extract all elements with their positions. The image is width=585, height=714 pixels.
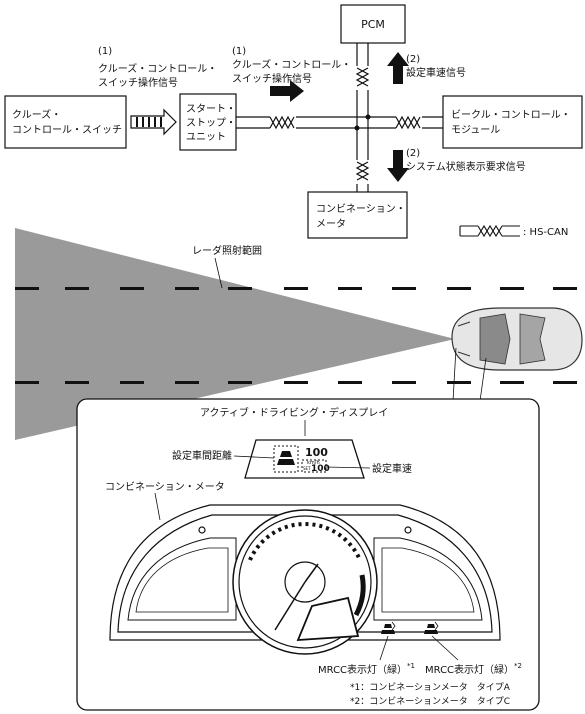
signal1b-line2: スイッチ操作信号 [232, 72, 312, 85]
combi-box-label-2: メータ [316, 218, 346, 230]
set-speed-label: 設定車速 [372, 462, 412, 475]
ssu-label-3: ユニット [186, 132, 226, 143]
ssu-label-1: スタート・ [186, 103, 236, 115]
distance-indicator-box [273, 445, 299, 473]
set-distance-label: 設定車間距離 [172, 449, 232, 462]
pcm-label: PCM [361, 18, 385, 31]
mrcc1-leader [379, 635, 389, 661]
signal1a-line1: クルーズ・コントロール・ [98, 62, 217, 75]
junction-dot-1 [354, 125, 360, 131]
signal2a-text: 設定車速信号 [406, 66, 466, 79]
ssu-label-2: ストップ・ [186, 117, 236, 129]
combination-meter-box [307, 191, 408, 239]
speed-value: 100 [305, 446, 328, 459]
hs-can-legend-symbol [459, 223, 520, 239]
signal1b-number: (1) [232, 46, 246, 57]
radar-range-label: レーダ照射範囲 [192, 244, 262, 257]
hs-can-legend-text: : HS-CAN [523, 227, 568, 238]
radar-beam [15, 228, 455, 440]
cruise-switch-box [4, 95, 127, 149]
vcm-label-2: モジュール [451, 125, 500, 136]
mrcc2-label: MRCC表示灯（緑）*2 [425, 662, 522, 676]
signal1a-number: (1) [98, 46, 112, 57]
set-distance-leader [233, 455, 275, 459]
combi-meter-label: コンビネーション・メータ [105, 481, 225, 493]
set-speed-box [301, 459, 327, 473]
combination-meter-cluster [109, 504, 501, 655]
set-prefix: SET [303, 466, 311, 471]
signal-arrow-down [387, 150, 409, 182]
can-bus-vertical [352, 43, 373, 192]
cruise-switch-label-1: クルーズ・ [12, 108, 61, 121]
signal-arrow-up [387, 52, 409, 84]
pcm-box [340, 4, 406, 44]
callout-line-2 [479, 357, 487, 402]
lane-markings [15, 287, 577, 384]
combi-box-label-1: コンビネーション・ [316, 203, 406, 215]
cruise-switch-label-2: コントロール・スイッチ [12, 124, 122, 136]
signal1b-line1: クルーズ・コントロール・ [232, 58, 351, 71]
hardwire-signal-arrow [130, 108, 177, 136]
signal2a-number: (2) [406, 54, 420, 65]
speed-unit: km/h [307, 460, 320, 466]
vcm-box [442, 95, 583, 149]
junction-dot-2 [365, 114, 371, 120]
can-bus-horizontal [236, 113, 443, 132]
mrcc2-leader [431, 635, 459, 661]
car-icon [451, 307, 583, 371]
set-speed-leader [325, 466, 371, 469]
radar-label-leader [214, 257, 223, 289]
footnote-1: *1：コンビネーションメータ タイプA [350, 682, 511, 693]
callout-line-1 [452, 347, 457, 402]
signal-arrow-right [270, 80, 304, 102]
active-driving-display [244, 439, 365, 479]
signal2b-text: システム状態表示要求信号 [406, 160, 526, 173]
distance-bars-icon [277, 451, 295, 465]
vcm-label-1: ビークル・コントロール・ [451, 109, 571, 121]
ad-display-label: アクティブ・ドライビング・ディスプレイ [200, 406, 388, 419]
mrcc1-label: MRCC表示灯（緑）*1 [318, 662, 415, 676]
signal1a-line2: スイッチ操作信号 [98, 76, 178, 89]
footnote-2: *2：コンビネーションメータ タイプC [350, 696, 510, 707]
mrcc-indicator-icon-2 [424, 621, 439, 634]
set-value: 100 [311, 464, 330, 474]
mrcc-indicator-icon-1 [381, 621, 396, 634]
signal2b-number: (2) [406, 148, 420, 159]
start-stop-unit-box [179, 93, 237, 151]
combi-meter-leader [154, 492, 161, 521]
